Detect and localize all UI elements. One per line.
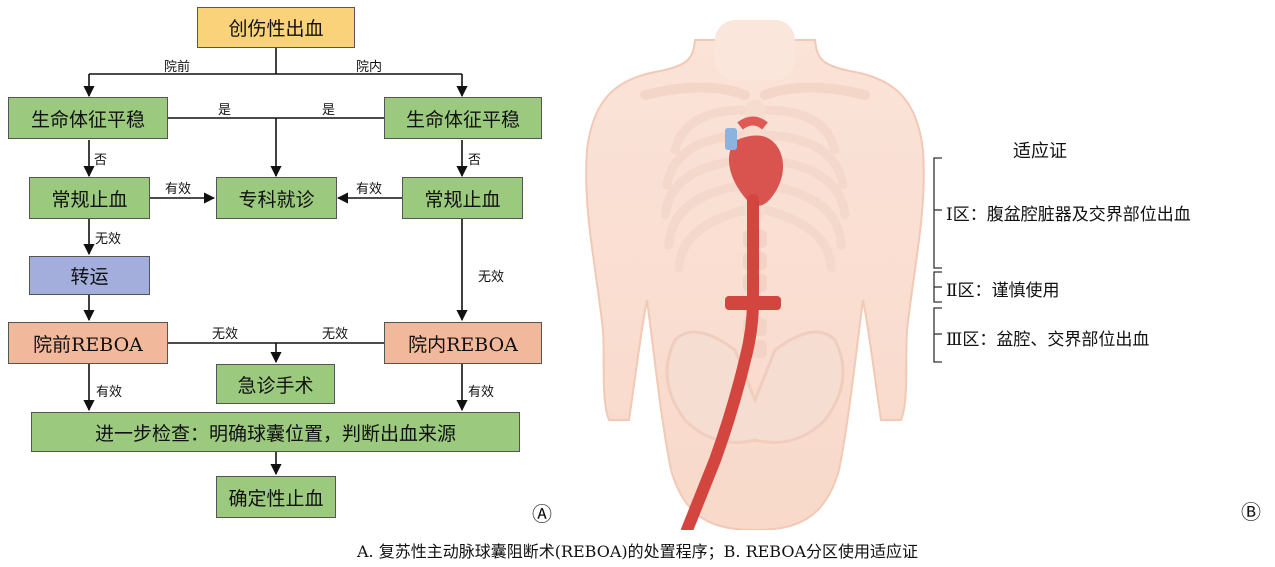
label-ineffective-mid-right: 无效 bbox=[322, 323, 348, 342]
label-inhospital: 院内 bbox=[356, 56, 382, 75]
figure-caption: A. 复苏性主动脉球囊阻断术(REBOA)的处置程序；B. REBOA分区使用适… bbox=[0, 538, 1275, 562]
label-effective-bottom-right: 有效 bbox=[468, 381, 494, 400]
node-specialist-visit: 专科就诊 bbox=[216, 177, 337, 219]
label-yes-left: 是 bbox=[218, 99, 231, 118]
label-no-left: 否 bbox=[94, 149, 107, 168]
zone-1-indication: Ⅰ区：腹盆腔脏器及交界部位出血 bbox=[946, 200, 1191, 225]
zone-3-text: 盆腔、交界部位出血 bbox=[996, 330, 1149, 350]
panel-a-marker: Ⓐ bbox=[531, 501, 553, 523]
reboa-balloon-band bbox=[725, 296, 781, 310]
zone-1-text: 腹盆腔脏器及交界部位出血 bbox=[987, 205, 1191, 225]
panel-b-marker: Ⓑ bbox=[1240, 499, 1262, 521]
node-further-exam: 进一步检查：明确球囊位置，判断出血来源 bbox=[31, 412, 520, 452]
neck bbox=[715, 20, 795, 80]
node-definitive-hemostasis: 确定性止血 bbox=[216, 476, 336, 518]
node-reboa-prehospital: 院前REBOA bbox=[8, 322, 168, 364]
node-hemostasis-right: 常规止血 bbox=[402, 177, 523, 219]
node-transfer: 转运 bbox=[29, 256, 150, 295]
node-trauma-bleeding: 创伤性出血 bbox=[197, 7, 355, 48]
label-no-right: 否 bbox=[468, 149, 481, 168]
label-prehospital: 院前 bbox=[164, 56, 190, 75]
label-effective-right: 有效 bbox=[356, 178, 382, 197]
label-effective-left: 有效 bbox=[165, 178, 191, 197]
zone-2-indication: Ⅱ区：谨慎使用 bbox=[946, 276, 1060, 301]
node-stable-right: 生命体征平稳 bbox=[384, 97, 542, 139]
label-ineffective-right: 无效 bbox=[478, 266, 504, 285]
node-hemostasis-left: 常规止血 bbox=[29, 177, 150, 219]
zone-2-text: 谨慎使用 bbox=[992, 281, 1060, 301]
zone-2-label: Ⅱ区： bbox=[946, 281, 992, 301]
aortic-arch bbox=[725, 128, 737, 150]
zone-1-label: Ⅰ区： bbox=[946, 205, 987, 225]
label-yes-right: 是 bbox=[322, 99, 335, 118]
node-reboa-inhospital: 院内REBOA bbox=[384, 322, 542, 364]
indications-header: 适应证 bbox=[1013, 137, 1067, 163]
zone-3-label: Ⅲ区： bbox=[946, 330, 996, 350]
node-emergency-surgery: 急诊手术 bbox=[216, 364, 335, 404]
torso-illustration bbox=[575, 0, 935, 530]
zone-3-indication: Ⅲ区：盆腔、交界部位出血 bbox=[946, 325, 1149, 350]
label-ineffective-left: 无效 bbox=[95, 228, 121, 247]
label-effective-bottom-left: 有效 bbox=[96, 381, 122, 400]
node-stable-left: 生命体征平稳 bbox=[8, 97, 168, 139]
label-ineffective-mid-left: 无效 bbox=[212, 323, 238, 342]
